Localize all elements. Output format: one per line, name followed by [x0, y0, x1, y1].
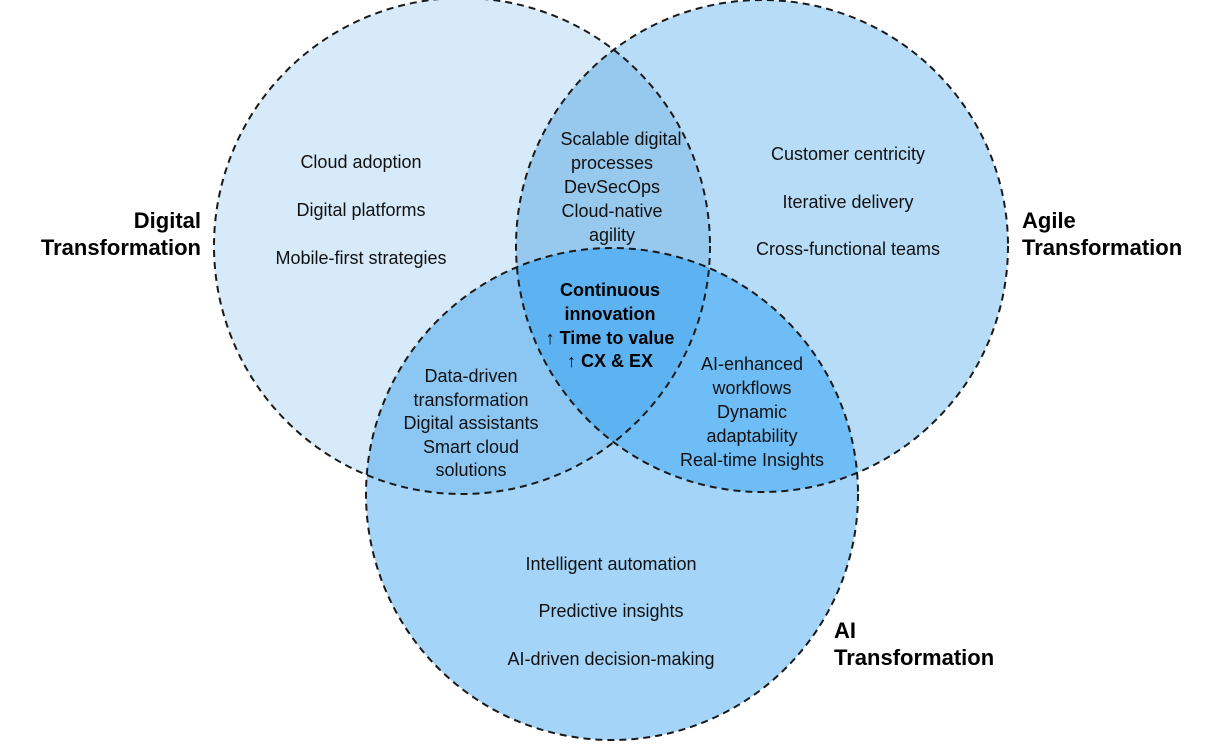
digital-ai-item: Digital assistants — [403, 413, 538, 433]
ai-label: Transformation — [834, 645, 994, 670]
digital-agile-item: DevSecOps — [564, 177, 660, 197]
digital-ai-item: solutions — [435, 460, 506, 480]
agile-item: Cross-functional teams — [756, 239, 940, 259]
digital-ai-overlap — [366, 248, 710, 494]
ai-item: AI-driven decision-making — [507, 649, 714, 669]
ai-item: Intelligent automation — [525, 554, 696, 574]
digital-ai-item: transformation — [413, 390, 528, 410]
digital-agile-item: Cloud-native — [561, 201, 662, 221]
digital-label: Digital — [134, 208, 201, 233]
agile-ai-item: Dynamic — [717, 402, 787, 422]
agile-ai-overlap — [516, 248, 858, 492]
agile-circle-outline — [515, 0, 1009, 493]
agile-ai-item: Real-time Insights — [680, 450, 824, 470]
digital-ai-item: Data-driven — [424, 366, 517, 386]
agile-item: Iterative delivery — [782, 192, 913, 212]
agile-ai-item: AI-enhanced — [701, 354, 803, 374]
digital-agile-item: agility — [589, 225, 635, 245]
digital-circle-outline — [213, 0, 711, 495]
agile-item: Customer centricity — [771, 144, 925, 164]
digital-item: Cloud adoption — [300, 152, 421, 172]
digital-agile-item: Scalable digital — [560, 129, 681, 149]
ai-item: Predictive insights — [538, 601, 683, 621]
center-item: innovation — [565, 304, 656, 324]
digital-item: Mobile-first strategies — [275, 248, 446, 268]
digital-ai-item: Smart cloud — [423, 437, 519, 457]
center-item: ↑ CX & EX — [567, 351, 653, 371]
center-item: ↑ Time to value — [546, 328, 675, 348]
agile-ai-item: adaptability — [706, 426, 797, 446]
digital-label: Transformation — [41, 235, 201, 260]
center-item: Continuous — [560, 280, 660, 300]
ai-circle-outline — [365, 247, 859, 741]
agile-label: Agile — [1022, 208, 1076, 233]
agile-label: Transformation — [1022, 235, 1182, 260]
agile-ai-item: workflows — [711, 378, 791, 398]
digital-item: Digital platforms — [296, 200, 425, 220]
ai-label: AI — [834, 618, 856, 643]
digital-agile-item: processes — [571, 153, 653, 173]
